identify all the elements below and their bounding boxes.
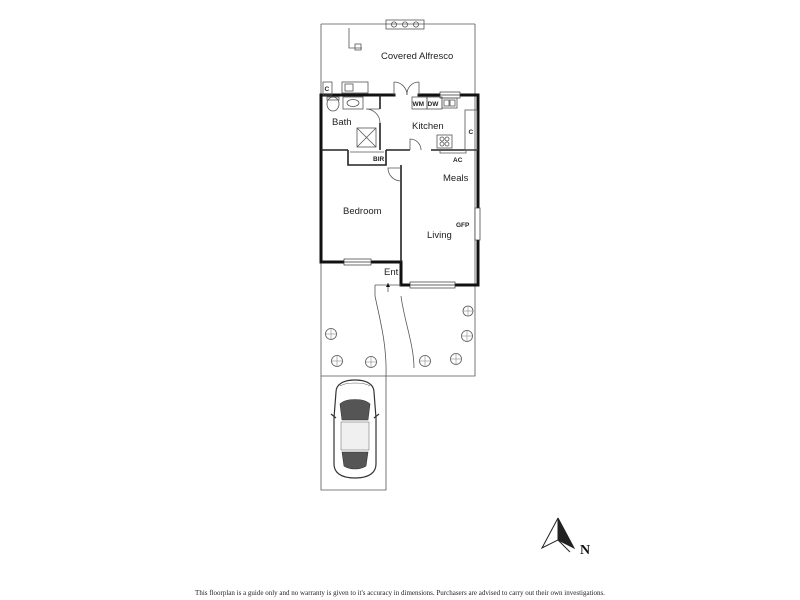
washing-machine-label: WM bbox=[413, 101, 425, 108]
kitchen-door bbox=[409, 138, 422, 151]
dishwasher-label: DW bbox=[428, 101, 440, 108]
room-label-entry: Ent bbox=[384, 267, 399, 278]
gas-fireplace-label: GFP bbox=[456, 222, 470, 229]
room-label-meals: Meals bbox=[443, 173, 469, 184]
disclaimer-text: This floorplan is a guide only and no wa… bbox=[195, 589, 605, 597]
room-label-bir: BIR bbox=[373, 156, 385, 163]
windows bbox=[343, 91, 481, 289]
bath-door bbox=[365, 108, 381, 124]
house-walls bbox=[319, 93, 480, 287]
alfresco-doors bbox=[393, 81, 420, 96]
shrub-details bbox=[325, 306, 473, 368]
entry-path bbox=[374, 283, 415, 377]
cupboard-box bbox=[322, 81, 333, 96]
cupboard-label-top: C bbox=[325, 86, 330, 93]
room-label-bedroom: Bedroom bbox=[343, 206, 382, 217]
planter-top bbox=[385, 19, 425, 30]
cupboard-label-kitchen: C bbox=[469, 129, 474, 136]
room-label-bath: Bath bbox=[332, 117, 352, 128]
room-label-kitchen: Kitchen bbox=[412, 121, 444, 132]
alfresco-step bbox=[348, 28, 362, 49]
bath-fixtures bbox=[326, 96, 377, 148]
shrubs bbox=[325, 305, 474, 368]
ac-unit bbox=[439, 150, 467, 154]
room-label-living: Living bbox=[427, 230, 452, 241]
air-conditioner-label: AC bbox=[453, 157, 463, 164]
outdoor-sink bbox=[341, 81, 369, 94]
car-icon bbox=[330, 379, 380, 479]
bedroom-door bbox=[387, 167, 402, 182]
post bbox=[354, 43, 362, 51]
north-arrow-icon bbox=[540, 517, 576, 553]
room-label-covered-alfresco: Covered Alfresco bbox=[381, 51, 453, 62]
north-label: N bbox=[580, 543, 590, 558]
kitchen-fixtures bbox=[411, 96, 478, 151]
